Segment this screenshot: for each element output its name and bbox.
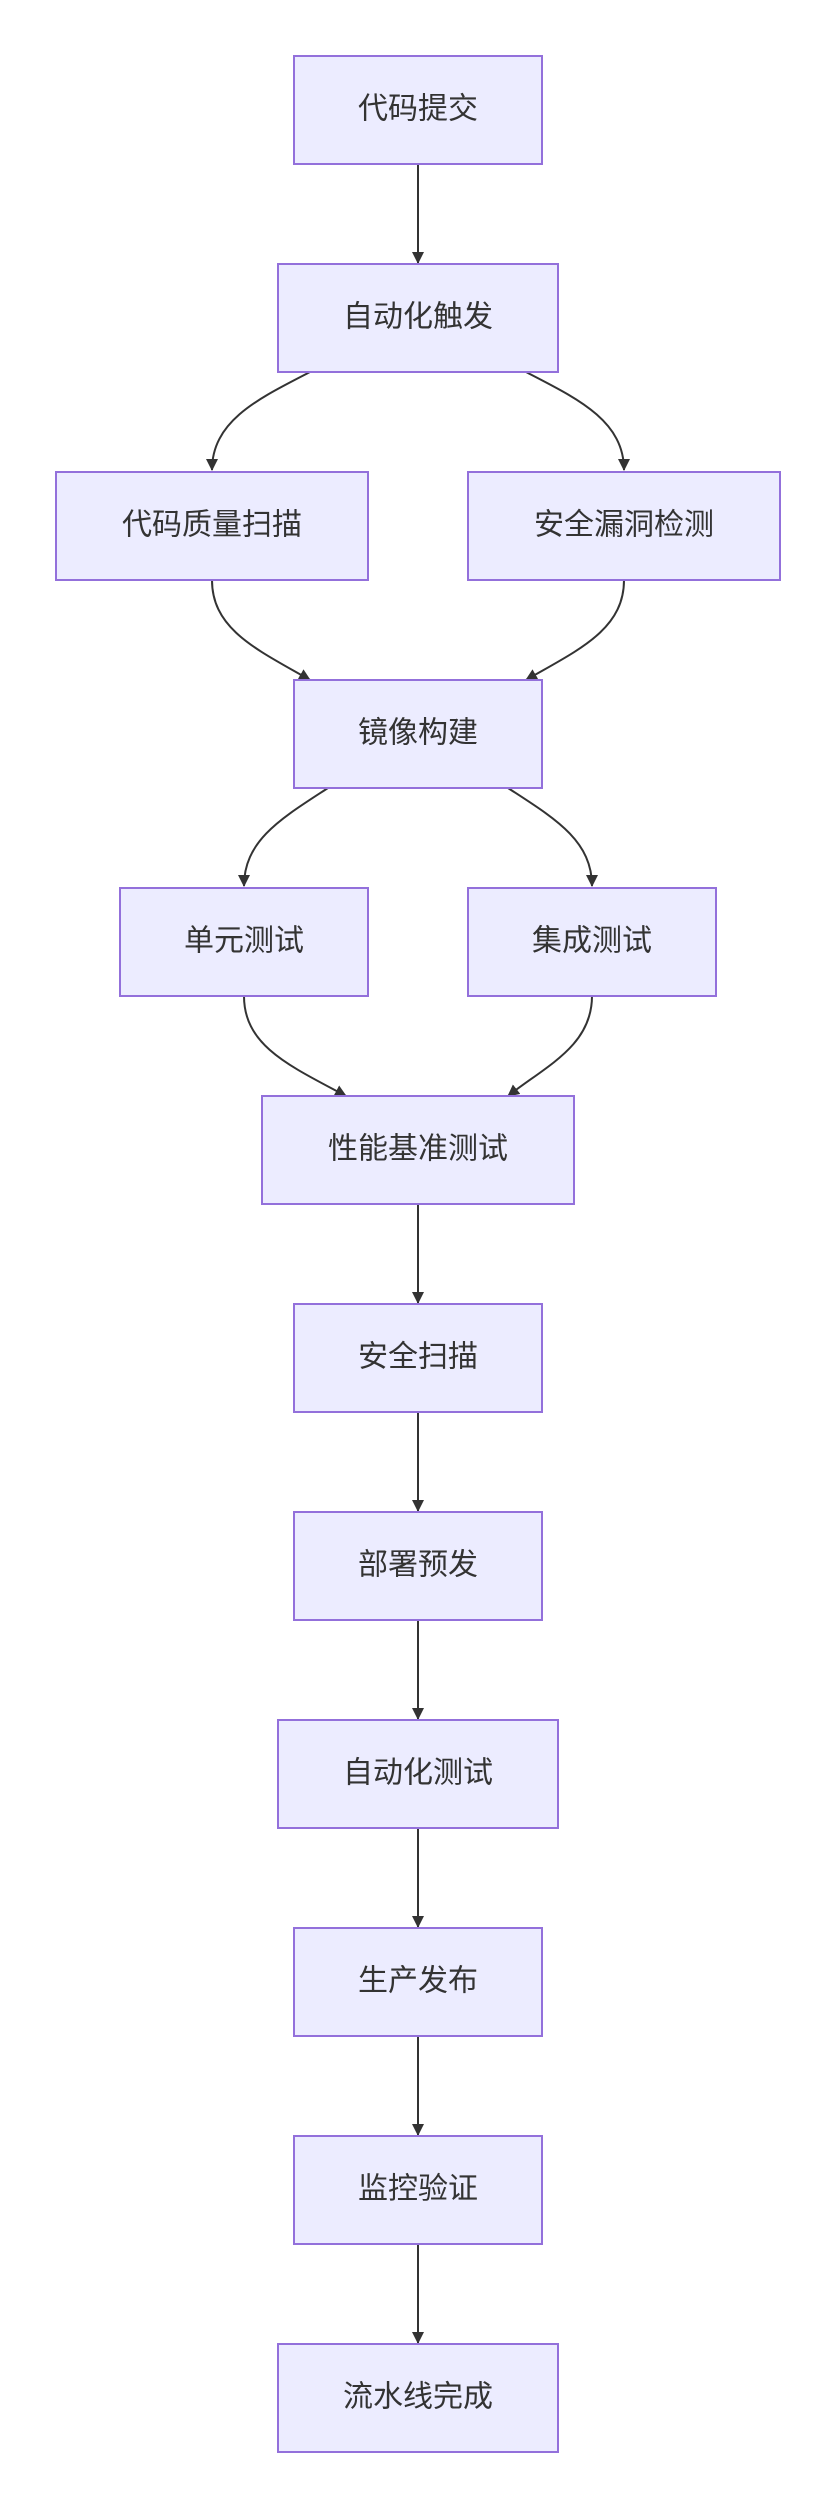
node-staging-deploy: 部署预发: [293, 1511, 543, 1621]
edge-vuln-scan-image-build: [525, 579, 625, 681]
node-integration-test-label: 集成测试: [532, 924, 652, 959]
node-quality-scan-label: 代码质量扫描: [122, 508, 302, 543]
node-quality-scan: 代码质量扫描: [55, 471, 369, 581]
node-trigger: 自动化触发: [277, 263, 559, 373]
node-perf-test-label: 性能基准测试: [328, 1132, 508, 1167]
node-commit: 代码提交: [293, 55, 543, 165]
node-security-scan: 安全扫描: [293, 1303, 543, 1413]
edge-quality-scan-image-build: [211, 579, 311, 681]
node-unit-test-label: 单元测试: [184, 924, 304, 959]
edges: [206, 164, 630, 2344]
edge-image-build-unit-test: [238, 787, 329, 887]
edge-unit-test-perf-test: [243, 995, 347, 1097]
node-image-build-label: 镜像构建: [358, 716, 478, 751]
node-vuln-scan: 安全漏洞检测: [467, 471, 781, 581]
edge-trigger-vuln-scan: [525, 371, 630, 471]
node-pipeline-done: 流水线完成: [277, 2343, 559, 2453]
edge-integration-test-perf-test: [507, 995, 593, 1097]
node-image-build: 镜像构建: [293, 679, 543, 789]
node-prod-release-label: 生产发布: [358, 1964, 478, 1999]
node-perf-test: 性能基准测试: [261, 1095, 575, 1205]
node-monitor-verify: 监控验证: [293, 2135, 543, 2245]
node-integration-test: 集成测试: [467, 887, 717, 997]
node-auto-test: 自动化测试: [277, 1719, 559, 1829]
edge-image-build-integration-test: [507, 787, 598, 887]
node-staging-deploy-label: 部署预发: [358, 1548, 478, 1583]
node-prod-release: 生产发布: [293, 1927, 543, 2037]
node-security-scan-label: 安全扫描: [358, 1340, 478, 1375]
edge-trigger-quality-scan: [206, 371, 311, 471]
node-trigger-label: 自动化触发: [343, 300, 493, 335]
node-pipeline-done-label: 流水线完成: [343, 2380, 493, 2415]
node-auto-test-label: 自动化测试: [343, 1756, 493, 1791]
node-commit-label: 代码提交: [358, 92, 478, 127]
node-vuln-scan-label: 安全漏洞检测: [534, 508, 714, 543]
nodes: 代码提交 自动化触发 代码质量扫描 安全漏洞检测 镜像构建 单元测试 集成测试: [55, 55, 781, 2453]
node-unit-test: 单元测试: [119, 887, 369, 997]
node-monitor-verify-label: 监控验证: [358, 2172, 478, 2207]
